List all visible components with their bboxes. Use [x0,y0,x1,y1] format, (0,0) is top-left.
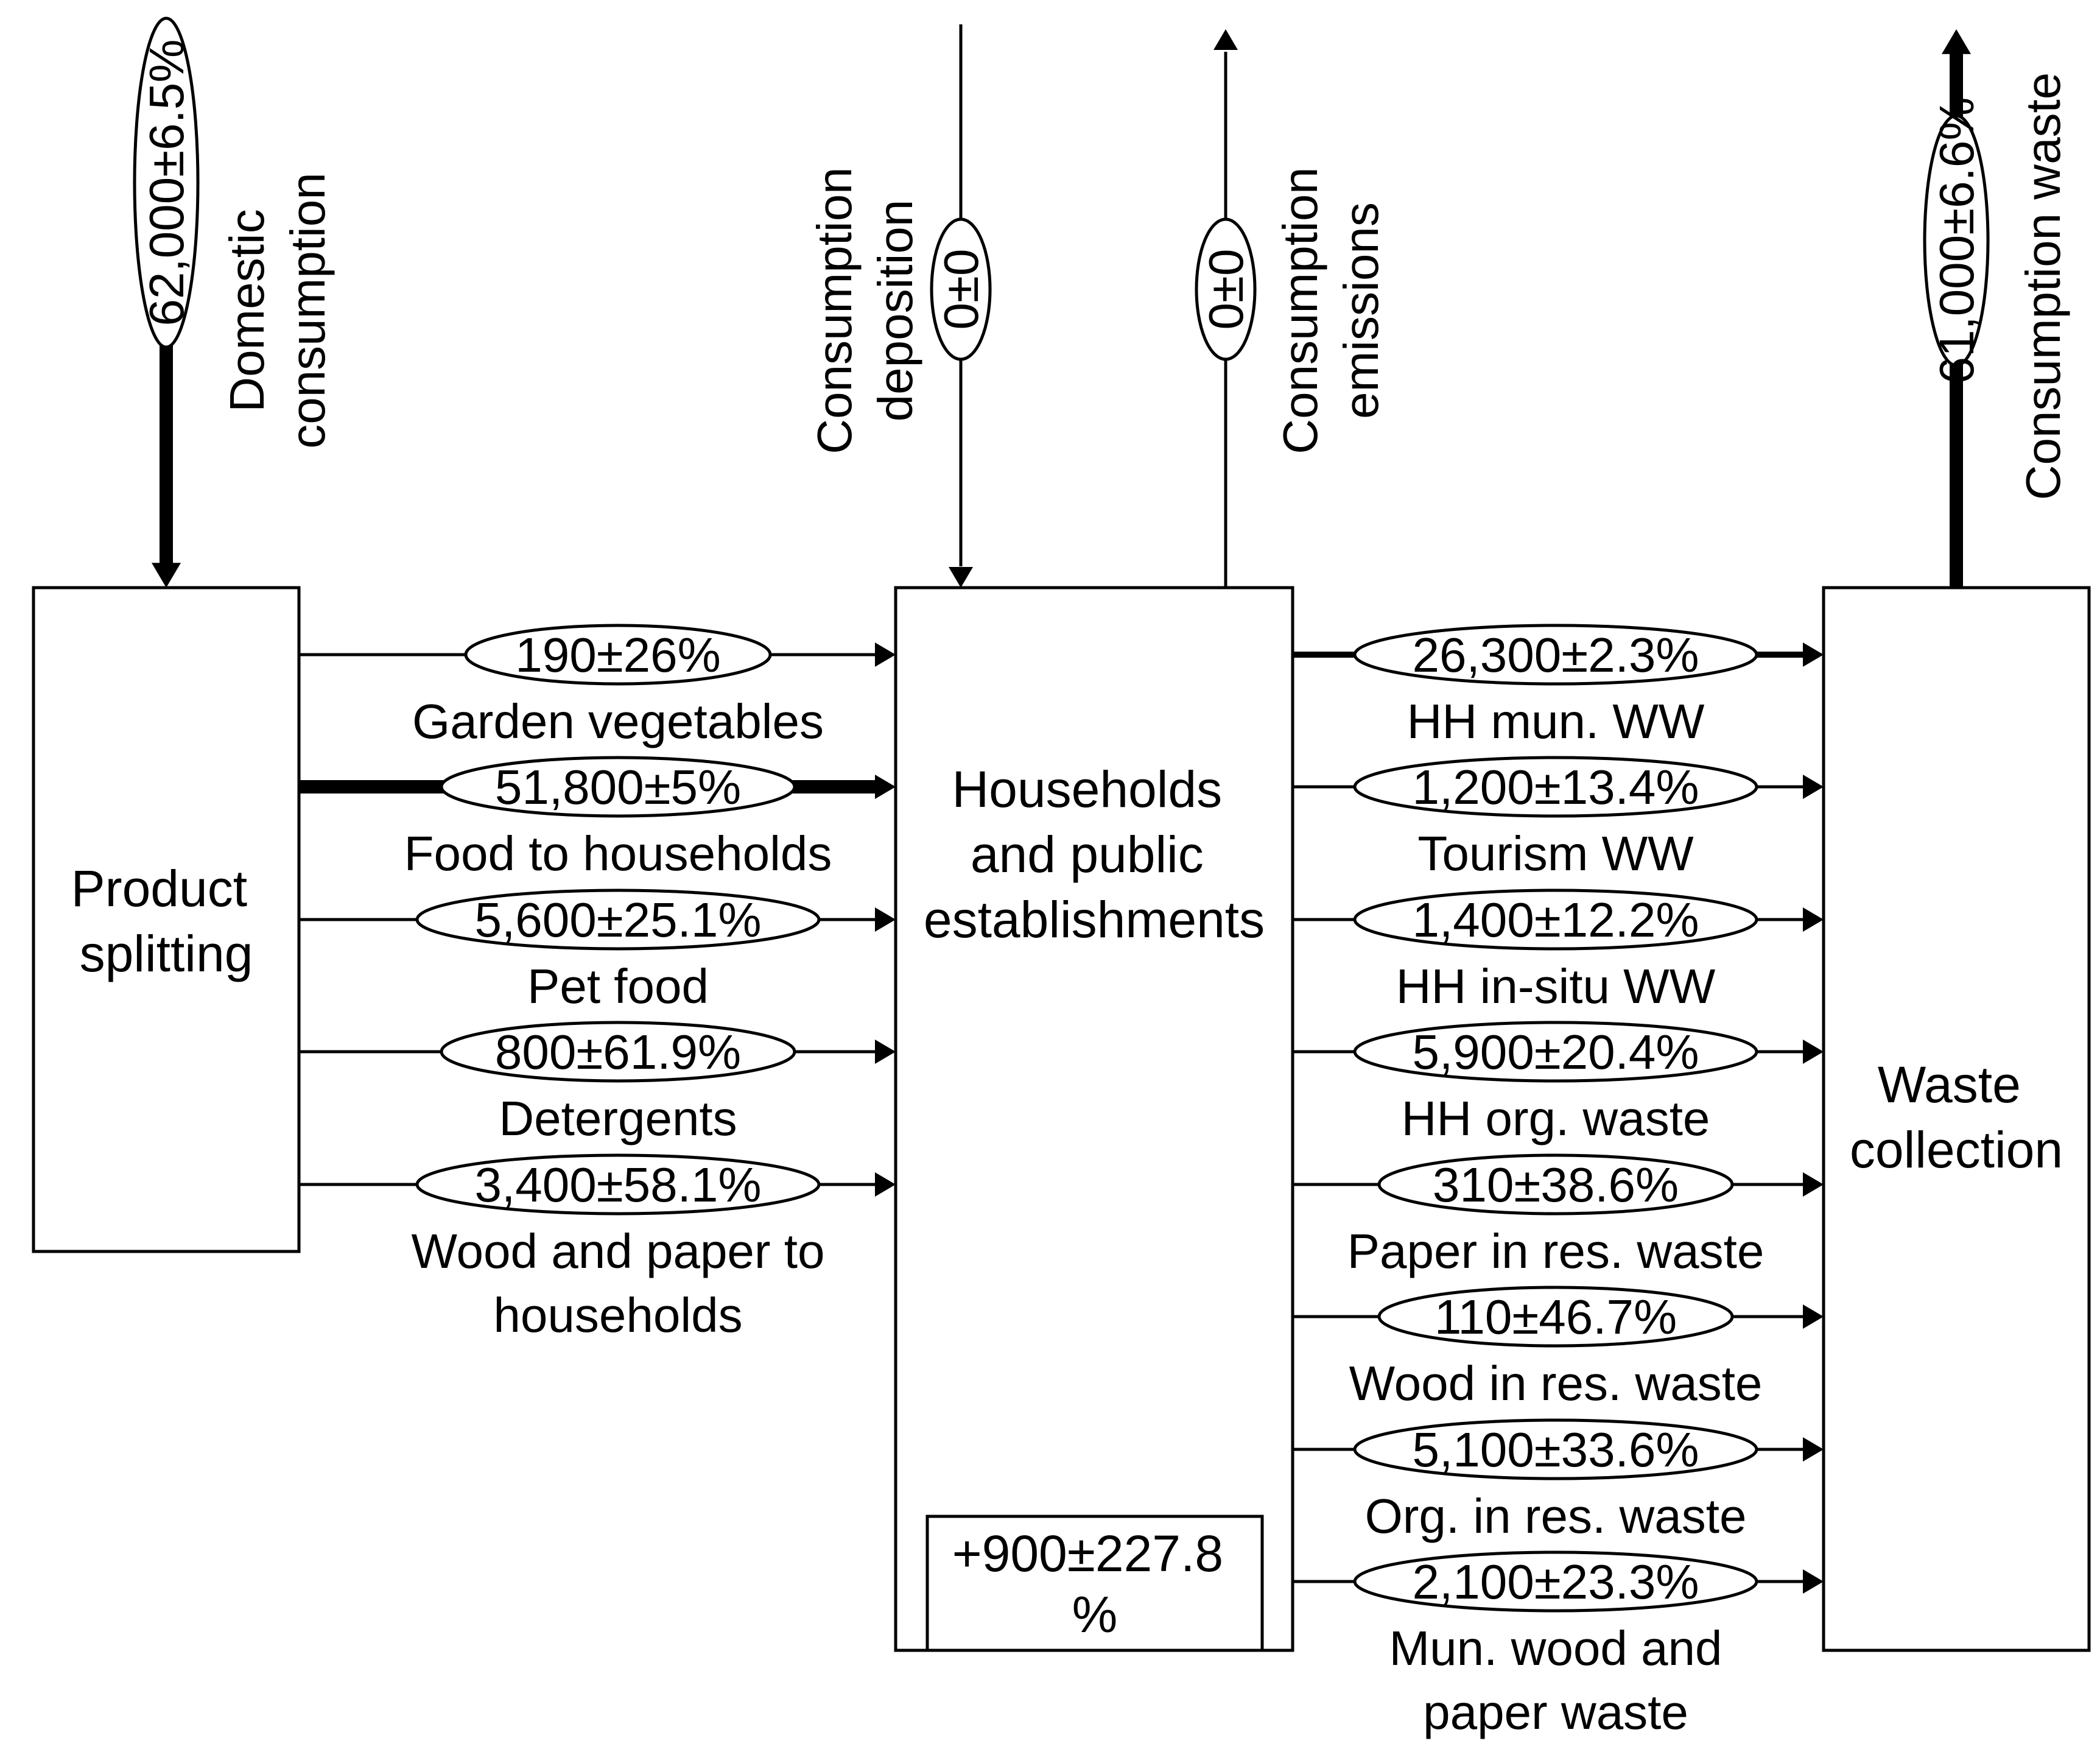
left-flow-1: 51,800±5% Food to households [299,756,875,881]
right-flow-1: 1,200±13.4% Tourism WW [1293,756,1803,881]
flow-value: 800±61.9% [495,1025,741,1079]
flow-label: Consumption [807,167,862,454]
flow-label: Garden vegetables [412,694,824,748]
flow-label: Paper in res. waste [1347,1224,1765,1278]
flow-value-ellipse [1377,1286,1734,1348]
left-flow-2: 5,600±25.1% Pet food [299,889,875,1013]
stock-change-label: +900±227.8 % [952,1525,1238,1643]
flow-value-ellipse [1353,756,1758,818]
flow-label: Food to households [404,826,832,881]
flow-label: HH mun. WW [1407,694,1705,748]
right-flow-2: 1,400±12.2% HH in-situ WW [1293,889,1803,1013]
right-flow-3: 5,900±20.4% HH org. waste [1293,1021,1803,1145]
flow-label: Org. in res. waste [1365,1489,1747,1543]
left-flow-3: 800±61.9% Detergents [299,1021,875,1145]
flow-value: 190±26% [515,628,721,682]
households-label: Households and public establishments [924,761,1265,948]
flow-value: 61,000±6.6% [1930,97,1984,384]
flow-label: Detergents [499,1091,737,1145]
flow-value: 5,900±20.4% [1413,1025,1699,1079]
flow-value: 3,400±58.1% [475,1158,762,1212]
flow-label: Tourism WW [1417,826,1694,881]
households-box [894,586,1294,1652]
flow-label: Wood and paper to [411,1224,824,1278]
flow-value-ellipse [133,16,200,349]
left-flow-4: 3,400±58.1% Wood and paper to households [299,1153,875,1342]
right-flow-5: 110±46.7% Wood in res. waste [1293,1286,1803,1410]
flow-label: Consumption waste [2016,72,2070,501]
flow-value: 5,100±33.6% [1413,1423,1699,1477]
right-flow-0: 26,300±2.3% HH mun. WW [1293,624,1803,748]
flow-value-ellipse [440,756,796,818]
flow-label: Consumption [1273,167,1327,454]
flow-value: 1,200±13.4% [1413,760,1699,814]
waste-collection-box [1822,586,2091,1652]
flow-label: paper waste [1423,1685,1688,1739]
flow-value: 310±38.6% [1433,1158,1679,1212]
flow-label: consumption [281,172,335,449]
flow-value-ellipse [440,1021,796,1083]
right-flow-4: 310±38.6% Paper in res. waste [1293,1153,1803,1278]
right-flow-6: 5,100±33.6% Org. in res. waste [1293,1418,1803,1543]
consumption-waste-flow: 61,000±6.6% Consumption waste [1923,52,2070,588]
flow-value-ellipse [1195,217,1257,361]
flow-label: emissions [1334,202,1388,419]
right-flow-7: 2,100±23.3% Mun. wood and paper waste [1293,1550,1803,1739]
flow-value-ellipse [415,889,821,951]
stock-change-box [925,1515,1264,1652]
flow-label: Domestic [220,209,274,412]
flow-label: deposition [868,200,922,422]
flow-value: 0±0 [1199,249,1253,330]
flow-label: HH org. waste [1402,1091,1710,1145]
flow-label: HH in-situ WW [1396,959,1716,1013]
flow-value: 1,400±12.2% [1413,893,1699,947]
flow-value: 2,100±23.3% [1413,1555,1699,1609]
flow-value-ellipse [930,217,992,361]
flow-label: Wood in res. waste [1349,1356,1763,1410]
flow-value-ellipse [1353,1418,1758,1480]
product-splitting-label: Product splitting [71,860,262,982]
flow-label: Mun. wood and [1389,1621,1722,1675]
flow-value-ellipse [1923,114,1990,367]
flow-value-ellipse [1377,1153,1734,1216]
waste-collection-label: Waste collection [1850,1056,2063,1178]
flow-value: 110±46.7% [1435,1290,1677,1344]
flow-value: 62,000±6.5% [139,40,194,326]
flow-label: Pet food [527,959,709,1013]
flow-value-ellipse [1353,1550,1758,1613]
flow-value: 5,600±25.1% [475,893,762,947]
flow-value-ellipse [1353,889,1758,951]
flow-value: 26,300±2.3% [1413,628,1699,682]
flow-value: 0±0 [934,249,988,330]
flow-value-ellipse [464,624,772,686]
flow-label: households [493,1288,742,1342]
flow-value: 51,800±5% [495,760,741,814]
flow-value-ellipse [415,1153,821,1216]
flow-value-ellipse [1353,1021,1758,1083]
left-flow-0: 190±26% Garden vegetables [299,624,875,748]
flow-value-ellipse [1353,624,1758,686]
flows-layer: 190±26% Garden vegetables 51,800±5% Food to… [133,16,2070,1739]
product-splitting-box [32,586,301,1253]
